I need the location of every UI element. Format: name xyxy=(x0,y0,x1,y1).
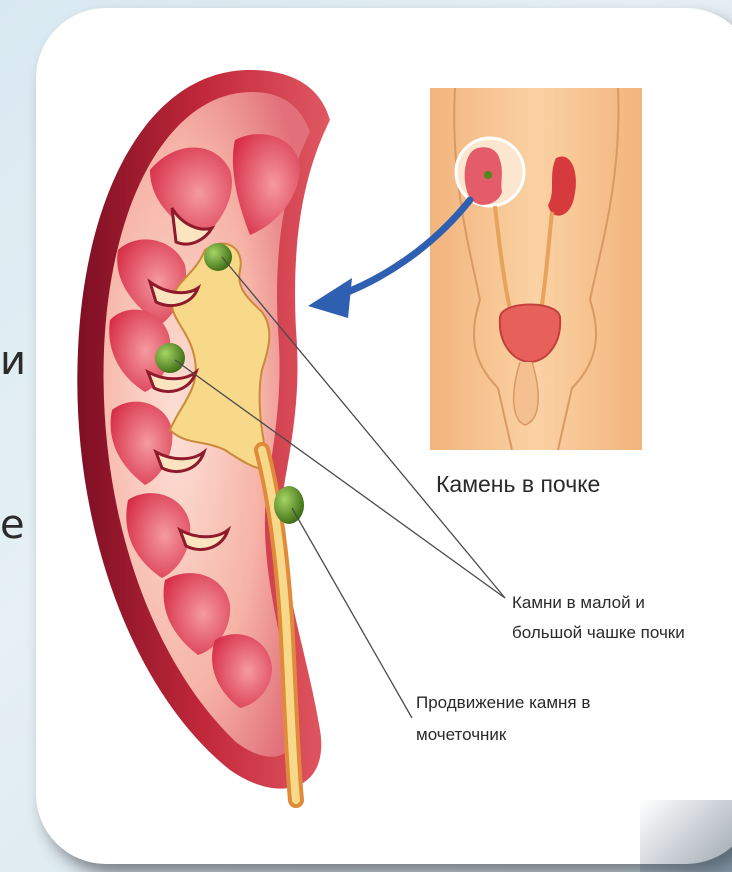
kidney-stone-middle xyxy=(155,343,185,373)
stones-label-line-1: Камни в малой и xyxy=(512,593,645,612)
body-inset xyxy=(430,88,642,450)
kidney-cross-section xyxy=(77,70,330,800)
movement-label-line-1: Продвижение камня в xyxy=(416,693,590,712)
card-shadow xyxy=(640,800,732,872)
kidney-stone-upper xyxy=(204,243,232,271)
figure-title: Камень в почке xyxy=(436,471,600,497)
movement-label-line-2: мочеточник xyxy=(416,725,507,744)
kidney-stone-ureter xyxy=(274,486,304,524)
stones-label-line-2: большой чашке почки xyxy=(512,623,685,642)
